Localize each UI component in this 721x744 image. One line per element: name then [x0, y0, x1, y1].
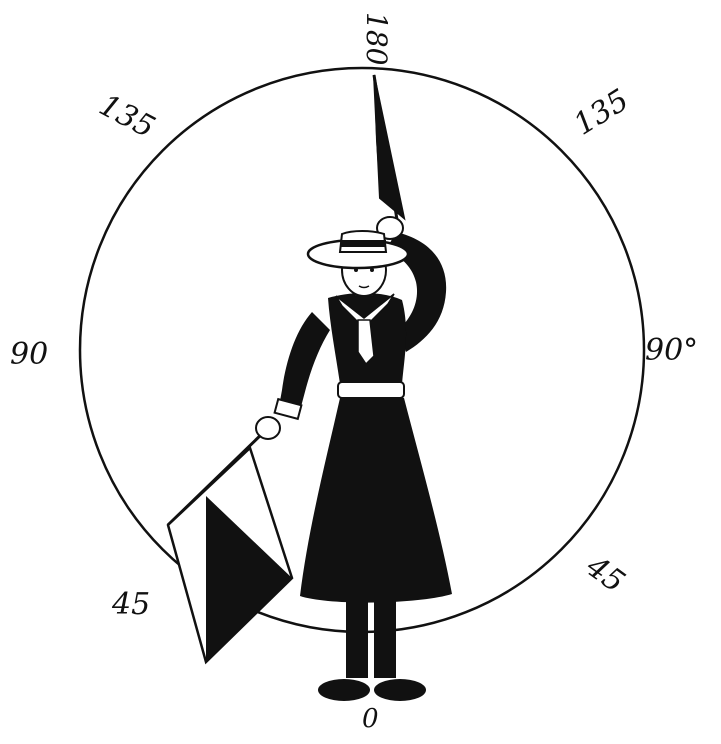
angle-label-right: 90° [645, 336, 698, 366]
signaller-figure [256, 217, 452, 701]
left-shoe [318, 679, 370, 701]
right-leg [374, 596, 396, 678]
skirt [300, 398, 452, 603]
right-shoe [374, 679, 426, 701]
angle-label-lower-left: 45 [112, 590, 150, 620]
angle-label-left: 90 [10, 340, 48, 370]
angle-label-bottom: 0 [362, 706, 379, 732]
angle-label-top: 180 [362, 12, 390, 65]
right-flag-raised [374, 75, 404, 226]
right-flag-dark-half [374, 75, 404, 218]
left-leg [346, 596, 368, 678]
hat-band [341, 240, 386, 247]
left-hand [256, 417, 280, 439]
belt [338, 382, 404, 398]
left-flag-lowered [168, 430, 292, 662]
